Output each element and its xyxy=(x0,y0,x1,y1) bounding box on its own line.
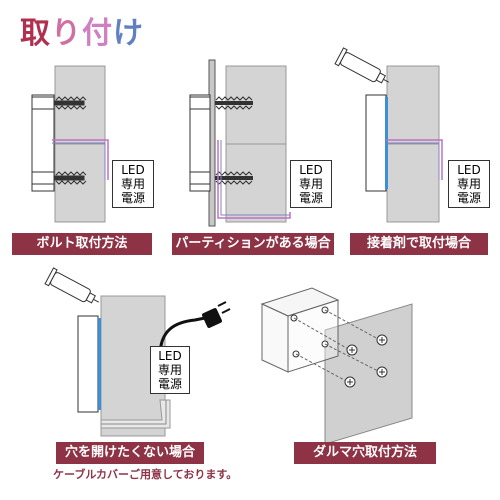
adhesive-tube-icon xyxy=(334,47,389,84)
panel-label: ダルマ穴取付方法 xyxy=(294,442,436,464)
title-char: け xyxy=(113,16,144,51)
cable xyxy=(386,139,443,180)
power-supply-box: LED 専用 電源 xyxy=(290,160,332,208)
box-label-line: LED xyxy=(121,163,145,177)
wall xyxy=(324,303,413,445)
panel-label: パーティションがある場合 xyxy=(172,233,334,255)
power-supply-box: LED 専用 電源 xyxy=(448,160,490,208)
box-label-line: LED xyxy=(158,349,182,363)
box-label-line: 電源 xyxy=(157,377,182,391)
cable-cover-note: ケーブルカバーご用意しております。 xyxy=(53,468,238,481)
sign-plate xyxy=(189,94,211,192)
power-supply-box: LED 専用 電源 xyxy=(112,160,154,208)
box-label-line: 専用 xyxy=(157,363,182,377)
sign-box xyxy=(260,287,340,373)
title-char: 付 xyxy=(82,16,113,51)
box-label-line: LED xyxy=(457,163,481,177)
box-label-line: 電源 xyxy=(456,191,481,205)
title-char: り xyxy=(51,16,82,51)
cable-cover xyxy=(100,399,171,429)
adhesive-tube-icon xyxy=(44,267,99,304)
box-label-line: 専用 xyxy=(120,177,145,191)
panel-label: 接着剤で取付場合 xyxy=(350,233,488,255)
led-strip xyxy=(98,318,101,410)
box-label-line: 専用 xyxy=(456,177,481,191)
box-label-line: 電源 xyxy=(120,191,145,205)
box-label-line: 専用 xyxy=(298,177,323,191)
plug-icon xyxy=(202,301,231,328)
box-label-line: LED xyxy=(299,163,323,177)
panel-label: ボルト取付方法 xyxy=(12,233,152,255)
page-title: 取り付け xyxy=(20,8,144,52)
bolt-thread xyxy=(53,100,85,181)
title-char: 取 xyxy=(20,16,51,51)
box-label-line: 電源 xyxy=(298,191,323,205)
cable xyxy=(52,139,109,180)
panel-label: 穴を開けたくない場合 xyxy=(56,442,204,464)
power-supply-box: LED 専用 電源 xyxy=(150,346,190,394)
